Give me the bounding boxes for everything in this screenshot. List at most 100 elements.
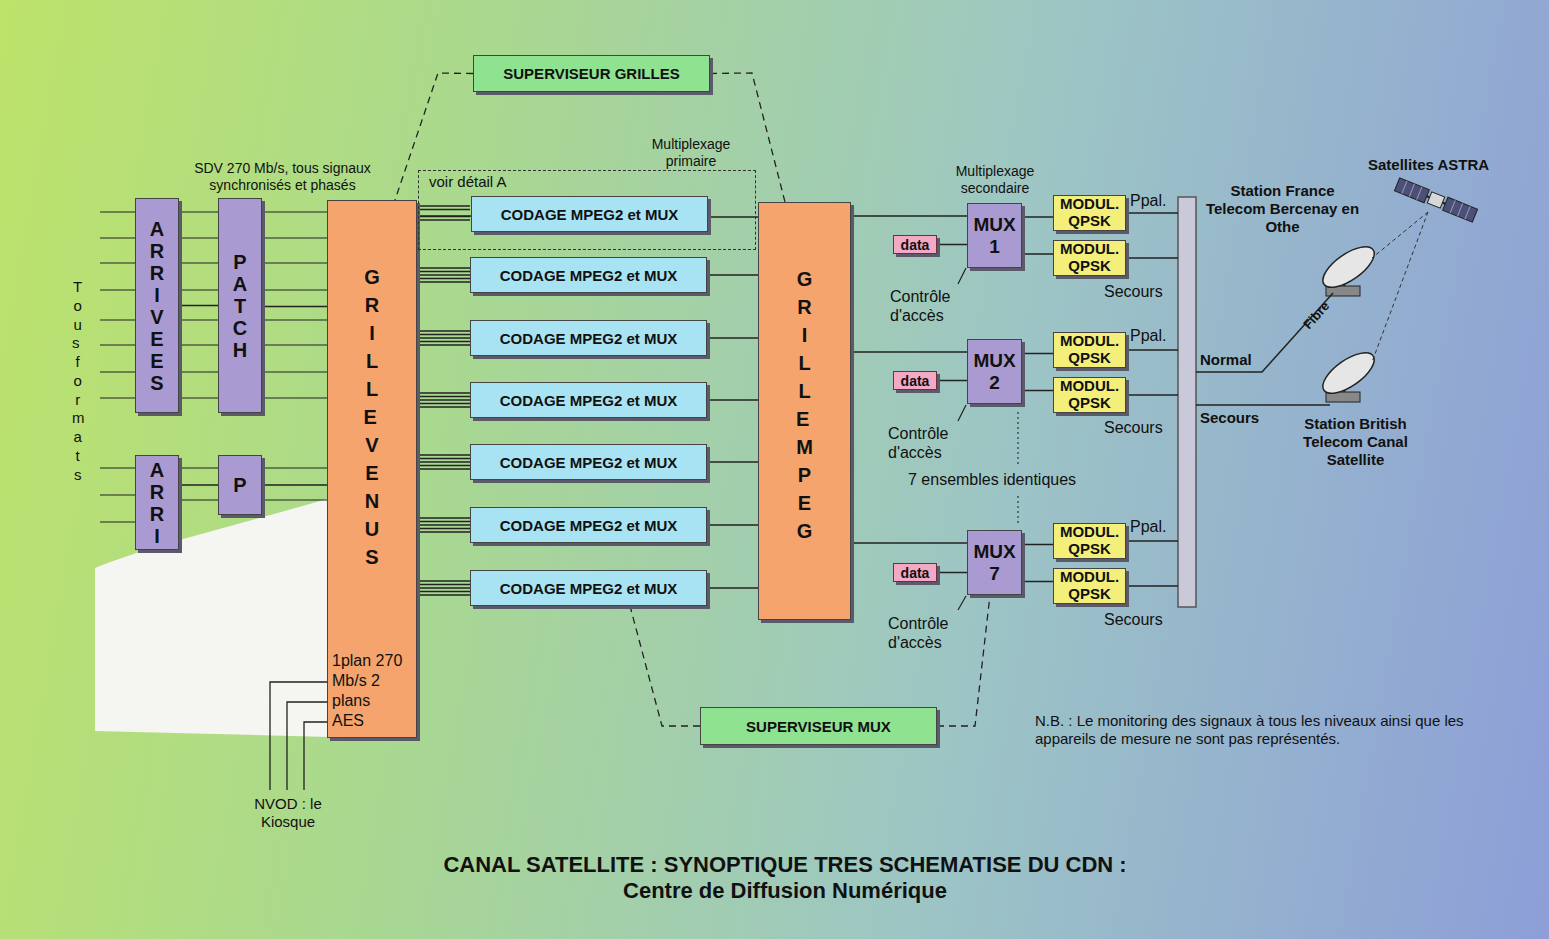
annotation-label: N.B. : Le monitoring des signaux à tous … xyxy=(1035,712,1513,748)
wire xyxy=(417,517,470,519)
wire xyxy=(417,531,470,533)
connector xyxy=(179,484,218,486)
annotation-label: Tous formats xyxy=(72,278,83,484)
node-text: data xyxy=(901,237,930,253)
encoder-box: CODAGE MPEG2 et MUX xyxy=(470,320,707,356)
node-text: MODUL. QPSK xyxy=(1057,196,1122,230)
wire xyxy=(1126,349,1178,351)
wire xyxy=(417,580,470,582)
modulator-box: MODUL. QPSK xyxy=(1053,568,1126,604)
beam-line xyxy=(1372,212,1428,362)
wire xyxy=(417,591,470,593)
wire xyxy=(417,281,470,283)
annotation-label: 7 ensembles identiques xyxy=(908,470,1108,489)
wire xyxy=(417,396,470,398)
annotation-label: Normal xyxy=(1200,351,1252,369)
dish-antenna xyxy=(1317,345,1381,402)
uplink-line xyxy=(1196,293,1333,405)
dotted-line xyxy=(1017,412,1018,526)
mux-box: MUX 7 xyxy=(967,530,1022,595)
modulator-box: MODUL. QPSK xyxy=(1053,377,1126,413)
node-text: PATCH xyxy=(232,251,249,361)
wire xyxy=(417,392,470,394)
annotation-label: Multiplexage primaire xyxy=(636,136,746,170)
wire xyxy=(100,344,135,345)
node-text: CODAGE MPEG2 et MUX xyxy=(500,454,678,471)
connector xyxy=(1022,216,1053,218)
supervisor-box: SUPERVISEUR GRILLES xyxy=(473,55,710,92)
node-text: voir détail A xyxy=(429,173,507,190)
annotation-label: Station France Telecom Bercenay en Othe xyxy=(1200,182,1365,236)
node-text: SUPERVISEUR GRILLES xyxy=(503,65,679,82)
connector xyxy=(262,306,327,308)
annotation-label: Secours xyxy=(1104,610,1163,629)
wire xyxy=(100,237,135,238)
wire xyxy=(100,211,135,212)
wire xyxy=(262,344,327,345)
encoder-box: CODAGE MPEG2 et MUX xyxy=(470,444,707,480)
wire xyxy=(1126,212,1178,214)
wire xyxy=(1126,540,1178,542)
node-text: GRILLE VENUS xyxy=(364,263,381,571)
connector xyxy=(1022,544,1053,546)
connector xyxy=(1022,353,1053,355)
encoder-box: CODAGE MPEG2 et MUX xyxy=(470,570,707,606)
wire xyxy=(179,371,218,372)
wire xyxy=(262,397,327,398)
router-grid: GRILLE MPEG xyxy=(758,202,851,620)
node-text: SUPERVISEUR MUX xyxy=(746,718,891,735)
wire xyxy=(417,528,470,530)
modulator-box: MODUL. QPSK xyxy=(1053,240,1126,276)
annotation-label: Contrôle d'accès xyxy=(888,614,973,652)
modulator-box: MODUL. QPSK xyxy=(1053,332,1126,368)
node-text: MODUL. QPSK xyxy=(1057,569,1122,603)
wire xyxy=(262,289,327,290)
mux-box: MUX 1 xyxy=(967,203,1022,268)
connector xyxy=(707,587,758,589)
node-text: CODAGE MPEG2 et MUX xyxy=(500,267,678,284)
wire xyxy=(417,216,470,218)
wire xyxy=(100,521,135,522)
connector xyxy=(417,524,470,526)
connector xyxy=(179,305,218,307)
annotation-label: SDV 270 Mb/s, tous signaux synchronisés … xyxy=(180,160,385,194)
encoder-box: CODAGE MPEG2 et MUX xyxy=(470,257,707,293)
connector xyxy=(262,484,327,486)
node-text: GRILLE MPEG xyxy=(796,265,813,545)
node-text: MODUL. QPSK xyxy=(1057,333,1122,367)
connector xyxy=(417,461,470,463)
connector xyxy=(707,337,758,339)
wire xyxy=(179,262,218,263)
patch-panel: PATCH xyxy=(218,198,262,413)
connector xyxy=(1022,581,1053,583)
connector xyxy=(708,216,758,218)
annotation-label: Ppal. xyxy=(1130,517,1166,536)
wire xyxy=(100,467,135,468)
annotation-label: Ppal. xyxy=(1130,191,1166,210)
wire xyxy=(417,341,470,343)
node-text: CODAGE MPEG2 et MUX xyxy=(501,206,679,223)
wire xyxy=(179,499,218,500)
node-text: MODUL. QPSK xyxy=(1057,378,1122,412)
switch-bar xyxy=(1178,197,1196,607)
connector xyxy=(417,337,470,339)
input-bank: ARRIVEES xyxy=(135,198,179,413)
annotation-label: Fibre xyxy=(1300,298,1333,332)
wire xyxy=(417,271,470,273)
wire xyxy=(100,371,135,372)
connector xyxy=(707,524,758,526)
wire xyxy=(100,262,135,263)
wire xyxy=(179,237,218,238)
node-text: CODAGE MPEG2 et MUX xyxy=(500,517,678,534)
annotation-label: Station British Telecom Canal Satellite xyxy=(1278,415,1433,469)
node-text: CODAGE MPEG2 et MUX xyxy=(500,392,678,409)
node-text: MUX 7 xyxy=(968,541,1021,584)
connector xyxy=(937,244,967,246)
data-box: data xyxy=(893,371,937,390)
wire xyxy=(417,468,470,470)
leader-line xyxy=(958,268,966,610)
paper-sheet xyxy=(95,498,330,737)
patch-panel: P xyxy=(218,455,262,515)
detail-frame: voir détail A CODAGE MPEG2 et MUX xyxy=(418,170,756,250)
wire xyxy=(417,406,470,408)
